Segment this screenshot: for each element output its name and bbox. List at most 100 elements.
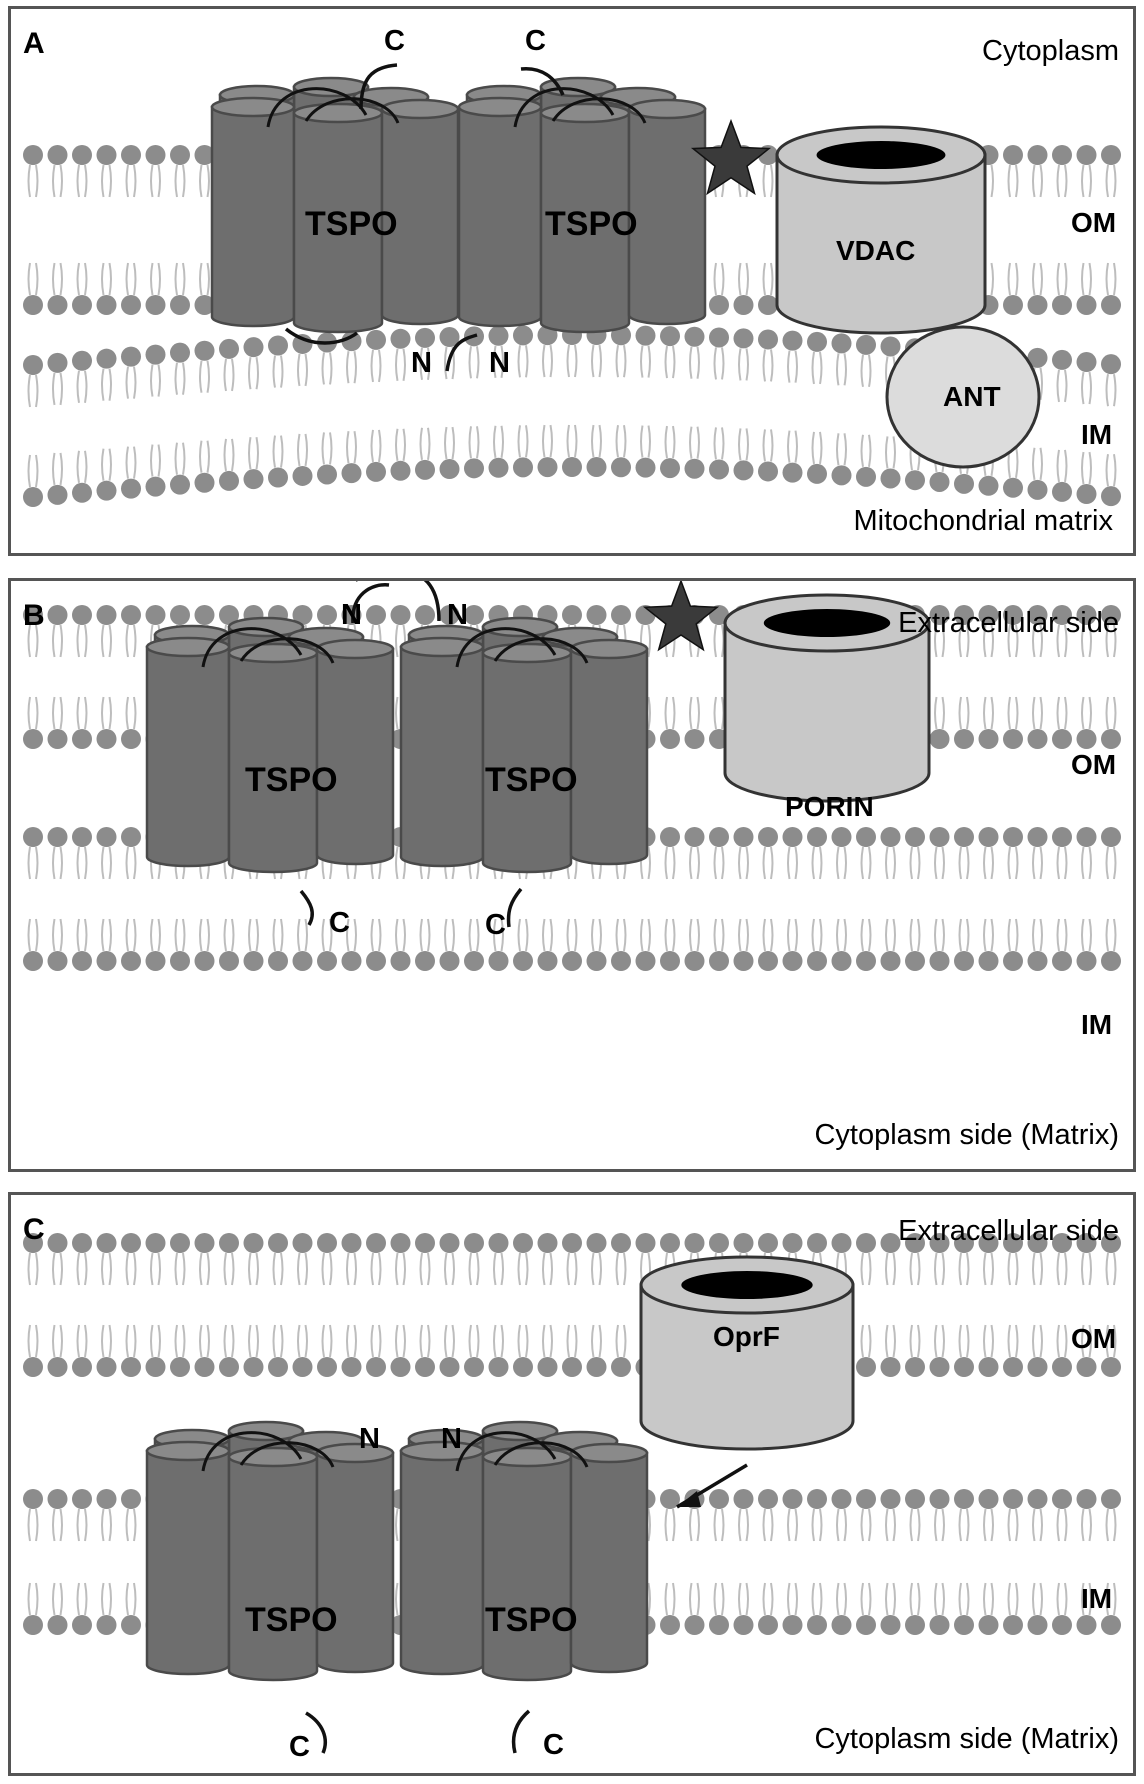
lipid-tails — [762, 349, 774, 382]
tspo-loop — [493, 637, 589, 664]
tspo-loop — [304, 97, 400, 124]
lipid-tails — [27, 696, 39, 730]
lipid-head — [341, 951, 362, 971]
lipid-head — [733, 1489, 754, 1509]
tspo-label-2: TSPO — [485, 1601, 578, 1639]
lipid-tails — [664, 1582, 676, 1616]
lipid-tails — [934, 846, 945, 880]
lipid-head — [268, 1357, 288, 1377]
tspo-monomer — [145, 616, 395, 874]
lipid-head — [72, 1615, 92, 1635]
c-terminus-label: C — [289, 1731, 310, 1763]
lipid-head — [1003, 1233, 1023, 1253]
tspo-monomer — [145, 1420, 395, 1682]
lipid-head — [1027, 1489, 1048, 1509]
c-terminus-label: C — [485, 909, 506, 941]
helix-cylinder — [145, 636, 231, 868]
lipid-tails — [1032, 624, 1043, 658]
lipid-head — [1076, 1357, 1097, 1377]
lipid-tails — [52, 1324, 63, 1358]
lipid-tails — [591, 344, 602, 378]
helix-top — [315, 1442, 395, 1464]
lipid-head — [488, 325, 509, 346]
lipid-tails — [1105, 918, 1117, 952]
helix-cylinder — [627, 98, 707, 326]
lipid-head — [243, 469, 264, 490]
lipid-tails — [1105, 1252, 1117, 1286]
lipid-tails — [1056, 1324, 1068, 1358]
tspo-loop — [239, 637, 335, 664]
lipid-tails — [1007, 696, 1019, 730]
barrel-body — [639, 1283, 855, 1451]
helix-cylinder — [315, 1442, 395, 1674]
lipid-head — [268, 467, 288, 488]
lipid-head — [856, 951, 876, 971]
lipid-tails — [150, 262, 161, 296]
lipid-head — [929, 471, 950, 492]
lipid-tails — [248, 1252, 259, 1286]
lipid-tails — [640, 345, 651, 378]
lipid-head — [145, 605, 166, 625]
lipid-head — [170, 605, 190, 625]
lipid-head — [856, 1357, 876, 1377]
lipid-tails — [934, 1324, 945, 1358]
lipid-tails — [395, 428, 406, 461]
lipid-tails — [52, 846, 63, 880]
lipid-tails — [787, 846, 798, 880]
lipid-head — [684, 458, 705, 479]
beta-barrel — [723, 593, 931, 803]
lipid-head — [464, 458, 484, 479]
lipid-head — [366, 1233, 386, 1253]
lipid-tails — [1032, 262, 1043, 296]
lipid-tails — [738, 428, 749, 461]
lipid-head — [47, 1233, 68, 1253]
lipid-head — [905, 470, 925, 491]
lipid-tails — [738, 1582, 749, 1616]
lipid-tails — [27, 918, 39, 952]
tspo-loop — [455, 627, 557, 668]
lipid-tails — [983, 1508, 994, 1542]
tspo-loop — [201, 1431, 303, 1472]
lipid-tails — [248, 356, 259, 390]
lipid-head — [1027, 951, 1048, 971]
lipid-tails — [27, 624, 39, 658]
lipid-tails — [934, 918, 945, 952]
lipid-tails — [1081, 624, 1092, 658]
lipid-tails — [1007, 624, 1019, 658]
tspo-loop — [266, 87, 368, 128]
lipid-head — [1052, 481, 1072, 502]
terminus-tail — [506, 887, 523, 928]
lipid-tails — [52, 372, 63, 406]
lipid-tails — [444, 426, 455, 460]
barrel-body — [775, 153, 987, 335]
lipid-head — [72, 729, 92, 749]
lipid-head — [1027, 145, 1048, 165]
c-terminus-label: C — [384, 25, 405, 57]
lipid-head — [72, 350, 92, 371]
lipid-tails — [52, 1582, 63, 1616]
terminus-tail — [351, 583, 390, 624]
lipid-tails — [1056, 624, 1068, 658]
lipid-tails — [1081, 918, 1092, 952]
lipid-head — [709, 1233, 729, 1253]
lipid-tails — [76, 1324, 88, 1358]
lipid-head — [880, 1489, 901, 1509]
lipid-tails — [713, 1508, 725, 1542]
lipid-tails — [811, 918, 823, 952]
lipid-head — [978, 729, 999, 749]
lipid-head — [390, 605, 411, 625]
lipid-head — [121, 951, 141, 971]
lipid-head — [758, 1615, 778, 1635]
lipid-head — [366, 461, 386, 482]
lipid-head — [47, 352, 68, 373]
lipid-tails — [566, 424, 578, 458]
helix-top — [315, 638, 395, 660]
panel-c-om-label: OM — [1071, 1323, 1117, 1354]
lipid-head — [586, 605, 607, 625]
lipid-tails — [860, 1508, 872, 1542]
lipid-head — [243, 337, 264, 358]
lipid-tails — [689, 846, 700, 880]
lipid-tails — [468, 346, 480, 379]
lipid-tails — [1056, 1582, 1068, 1616]
lipid-head — [929, 1233, 950, 1253]
